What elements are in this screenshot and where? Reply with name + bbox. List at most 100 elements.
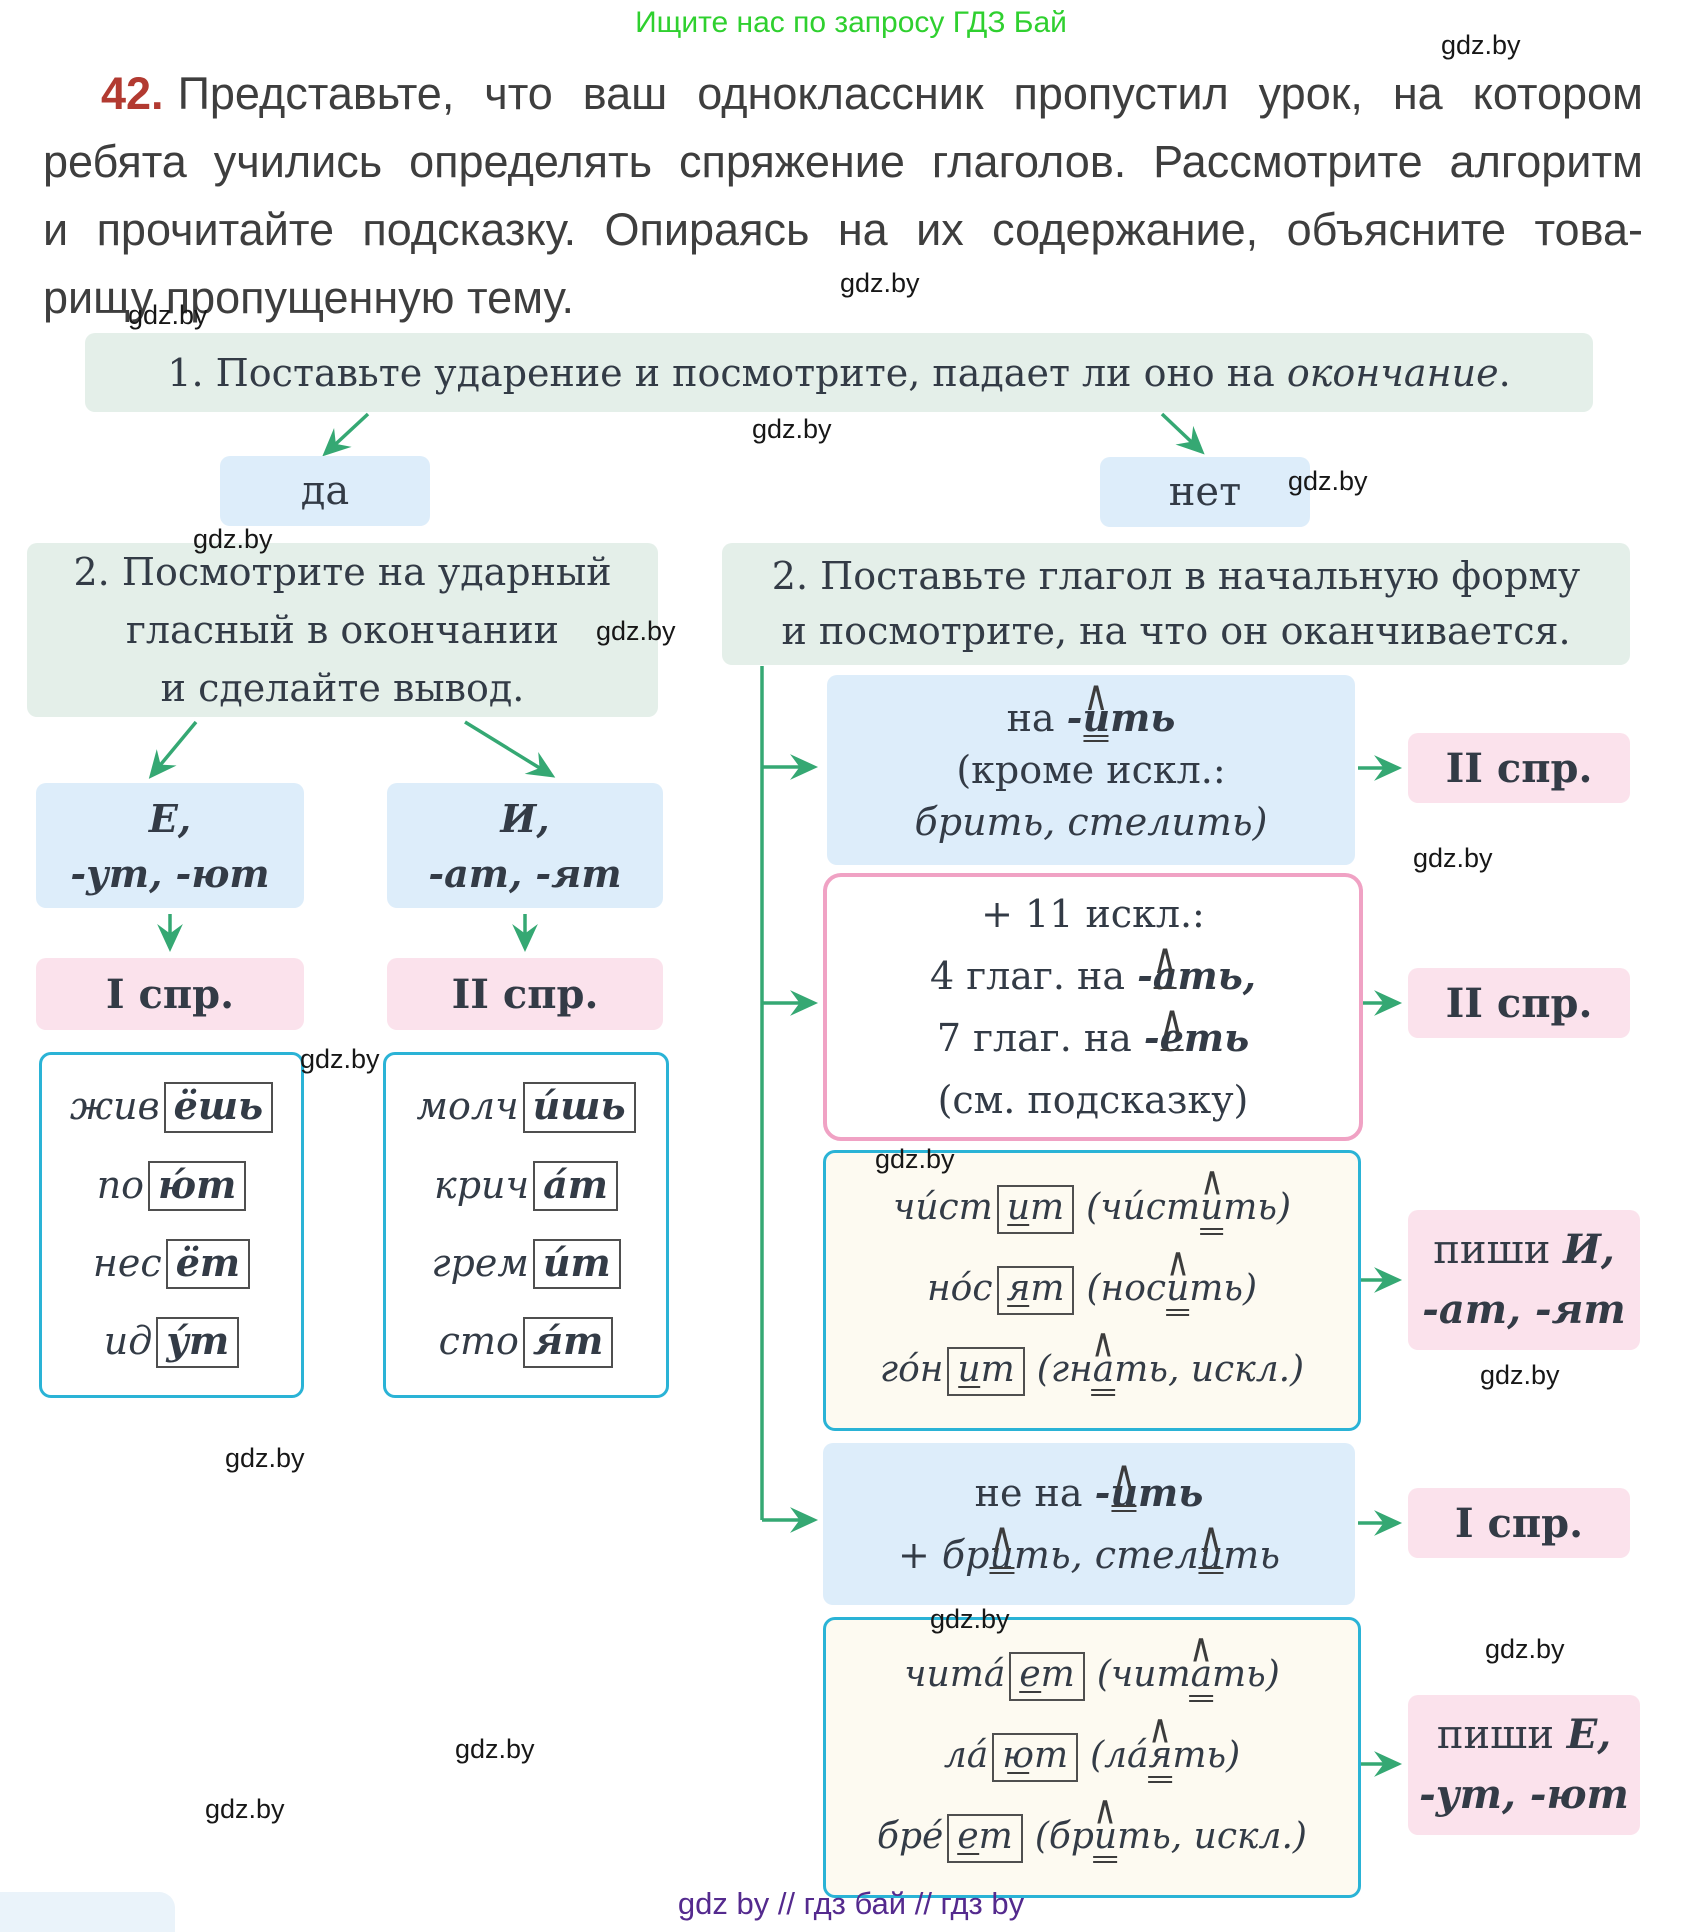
suffix-caret-mark: ∧ xyxy=(1199,1159,1224,1206)
step1-box: 1. Поставьте ударение и посмотрите, пада… xyxy=(85,333,1593,412)
footer-watermark: gdz by // гдз бай // гдз by xyxy=(677,1886,1025,1921)
watermark: gdz.by xyxy=(875,1144,955,1174)
write-i-box: пиши И, -ат, -ят xyxy=(1408,1210,1640,1350)
exceptions-line: + 11 искл.: xyxy=(981,892,1205,936)
right-step2-box: 2. Поставьте глагол в начальную форму и … xyxy=(722,543,1630,665)
double-underline-mark xyxy=(1148,1775,1173,1783)
suffix-caret-mark: ∧ xyxy=(1198,1514,1224,1563)
double-underline-mark xyxy=(1198,1566,1224,1574)
watermark: gdz.by xyxy=(225,1443,305,1473)
conjugation-2-box: II спр. xyxy=(387,958,663,1030)
conjugation-1-result-box: I спр. xyxy=(1408,1488,1630,1558)
double-underline-mark xyxy=(1111,1504,1137,1512)
double-underline-mark xyxy=(989,1566,1015,1574)
left-step2-box: 2. Посмотрите на ударный гласный в оконч… xyxy=(27,543,658,717)
i-endings-line: -ат, -ят xyxy=(428,850,622,896)
right-step2-line: 2. Поставьте глагол в начальную форму xyxy=(771,554,1581,598)
task-paragraph: 42. Представьте, что ваш одноклассник про… xyxy=(43,60,1643,332)
single-underline-mark xyxy=(1153,986,1177,989)
i-endings-box: И, -ат, -ят xyxy=(387,783,663,908)
conjugation-1-box: I спр. xyxy=(36,958,304,1030)
single-underline-mark xyxy=(958,1385,980,1388)
na-it-line: (кроме искл.: xyxy=(956,748,1226,792)
suffix-caret-mark: ∧ xyxy=(1159,997,1185,1046)
e-endings-box: Е, -ут, -ют xyxy=(36,783,304,908)
watermark: gdz.by xyxy=(1480,1360,1560,1390)
task-line: и прочитайте подсказку. Опираясь на их с… xyxy=(43,204,1643,255)
single-underline-mark xyxy=(957,1852,979,1855)
write-e-box: пиши Е, -ут, -ют xyxy=(1408,1695,1640,1835)
task-line: ребята учились определять спряжение глаг… xyxy=(43,136,1643,187)
conjugation-1-label: I спр. xyxy=(105,970,235,1018)
task-line-text: Представьте, что ваш одноклассник пропус… xyxy=(177,68,1643,119)
conjugation-2-result-box: II спр. xyxy=(1408,733,1630,803)
right-step2-line: и посмотрите, на что он оканчивается. xyxy=(781,609,1571,653)
no-box: нет xyxy=(1100,457,1310,527)
task-line: 42. Представьте, что ваш одноклассник про… xyxy=(43,60,1643,128)
watermark: gdz.by xyxy=(752,414,832,444)
suffix-caret-mark: ∧ xyxy=(989,1514,1015,1563)
watermark: gdz.by xyxy=(455,1734,535,1764)
single-underline-mark xyxy=(1007,1305,1030,1308)
watermark: gdz.by xyxy=(1413,843,1493,873)
watermark: gdz.by xyxy=(1485,1634,1565,1664)
step1-text: 1. Поставьте ударение и посмотрите, пада… xyxy=(167,350,1511,395)
yes-box: да xyxy=(220,456,430,526)
e-endings-line: -ут, -ют xyxy=(70,850,270,896)
suffix-caret-mark: ∧ xyxy=(1152,935,1178,984)
promo-banner: Ищите нас по запросу ГДЗ Бай xyxy=(635,6,1067,39)
double-underline-mark xyxy=(1199,1227,1224,1235)
task-line: рищу пропущенную тему. xyxy=(43,272,575,323)
na-it-line: брить, стелить) xyxy=(914,800,1268,844)
watermark: gdz.by xyxy=(1288,466,1368,496)
single-underline-mark xyxy=(1007,1224,1030,1227)
watermark: gdz.by xyxy=(1441,30,1521,60)
watermark: gdz.by xyxy=(193,524,273,554)
write-e-line: -ут, -ют xyxy=(1419,1771,1629,1818)
watermark: gdz.by xyxy=(128,300,208,330)
yes-label: да xyxy=(300,468,350,514)
write-i-line: пиши И, xyxy=(1433,1226,1615,1273)
suffix-caret-mark: ∧ xyxy=(1091,1320,1116,1368)
write-e-line: пиши Е, xyxy=(1436,1711,1612,1758)
conjugation-2-label: II спр. xyxy=(451,970,599,1018)
exceptions-line: (см. подсказку) xyxy=(937,1078,1249,1122)
watermark: gdz.by xyxy=(840,268,920,298)
left-step2-line: гласный в окончании xyxy=(125,608,560,652)
left-step2-line: и сделайте вывод. xyxy=(160,666,525,710)
suffix-caret-mark: ∧ xyxy=(1111,1452,1137,1501)
conjugation-1-result-label: I спр. xyxy=(1454,1499,1584,1547)
double-underline-mark xyxy=(1165,1308,1190,1316)
conjugation-2-result-label: II спр. xyxy=(1445,979,1593,1027)
suffix-caret-mark: ∧ xyxy=(1083,672,1109,721)
partial-next-box xyxy=(0,1892,175,1932)
suffix-caret-mark: ∧ xyxy=(1165,1239,1190,1287)
e-endings-line: Е, xyxy=(148,795,192,841)
watermark: gdz.by xyxy=(205,1794,285,1824)
double-underline-mark xyxy=(1083,734,1109,742)
double-underline-mark xyxy=(1091,1389,1116,1397)
task-number: 42. xyxy=(101,68,164,119)
conjugation-2-result-label: II спр. xyxy=(1445,744,1593,792)
conjugation-2-result-box-2: II спр. xyxy=(1408,968,1630,1038)
